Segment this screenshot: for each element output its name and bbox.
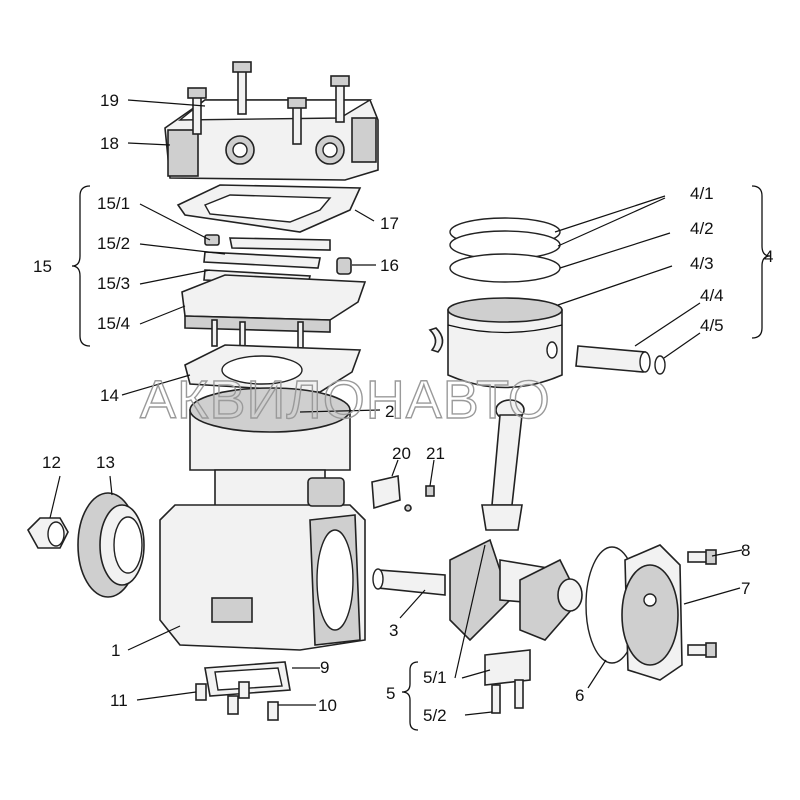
label-19: 19 xyxy=(100,91,119,110)
label-14: 14 xyxy=(100,386,119,405)
label-7: 7 xyxy=(741,579,750,598)
label-17: 17 xyxy=(380,214,399,233)
label-15-2: 15/2 xyxy=(97,234,130,253)
label-5-2: 5/2 xyxy=(423,706,447,725)
label-1: 1 xyxy=(111,641,120,660)
braces xyxy=(71,185,771,731)
label-15-3: 15/3 xyxy=(97,274,130,293)
label-9: 9 xyxy=(320,658,329,677)
head-gasket-17 xyxy=(176,184,362,233)
end-cover-7 xyxy=(621,544,683,681)
label-12: 12 xyxy=(42,453,61,472)
bottom-gasket-9 xyxy=(204,661,291,697)
label-8: 8 xyxy=(741,541,750,560)
part-20 xyxy=(371,475,412,512)
label-2: 2 xyxy=(385,402,394,421)
label-6: 6 xyxy=(575,686,584,705)
label-4-1: 4/1 xyxy=(690,184,714,203)
label-10: 10 xyxy=(318,696,337,715)
label-11: 11 xyxy=(110,691,128,710)
bottom-bolts xyxy=(195,681,279,721)
label-15-4: 15/4 xyxy=(97,314,130,333)
label-4-4: 4/4 xyxy=(700,286,724,305)
label-3: 3 xyxy=(389,621,398,640)
label-21: 21 xyxy=(426,444,445,463)
connecting-rod xyxy=(481,399,525,531)
label-4-3: 4/3 xyxy=(690,254,714,273)
label-5-1: 5/1 xyxy=(423,668,447,687)
label-13: 13 xyxy=(96,453,115,472)
piston xyxy=(428,297,563,389)
leader-lines xyxy=(49,99,743,716)
label-4-5: 4/5 xyxy=(700,316,724,335)
cylinder-head xyxy=(164,99,379,181)
gasket-14 xyxy=(184,344,362,393)
crankcase-1 xyxy=(159,387,366,651)
watermark: АКВИЛОНАВТО xyxy=(140,370,551,430)
piston-pin xyxy=(575,345,666,375)
pulley-13 xyxy=(77,492,145,598)
crankshaft xyxy=(372,538,583,642)
label-4-2: 4/2 xyxy=(690,219,714,238)
label-4: 4 xyxy=(764,247,773,266)
cover-bolts-8 xyxy=(687,549,717,658)
label-15: 15 xyxy=(33,257,52,276)
callout-labels: 19 18 17 15/1 15/2 15 15/3 15/4 16 14 2 … xyxy=(33,91,773,725)
piston-rings xyxy=(449,217,561,283)
label-5: 5 xyxy=(386,684,395,703)
nut-12 xyxy=(27,517,69,549)
label-15-1: 15/1 xyxy=(97,194,130,213)
label-16: 16 xyxy=(380,256,399,275)
label-18: 18 xyxy=(100,134,119,153)
label-20: 20 xyxy=(392,444,411,463)
valve-plate-parts xyxy=(181,234,367,363)
head-bolts xyxy=(187,61,350,145)
bearing-cap xyxy=(484,649,531,714)
part-21 xyxy=(425,485,435,497)
